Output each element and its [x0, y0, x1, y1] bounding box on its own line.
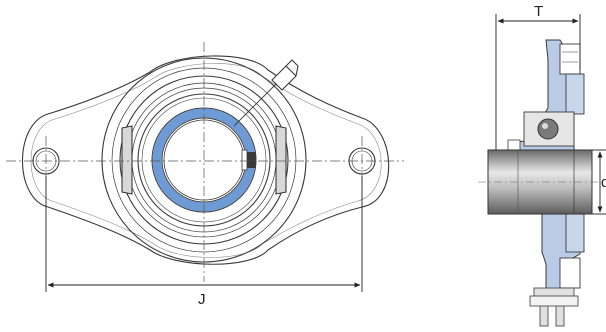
- dimension-j: [45, 176, 363, 292]
- side-section-view: [487, 39, 593, 327]
- mounting-bolt: [529, 287, 579, 327]
- dimension-d-label: d: [601, 174, 606, 191]
- dimension-t-label: T: [534, 3, 543, 20]
- dimension-j-label: J: [198, 291, 206, 308]
- front-view: [22, 55, 390, 265]
- upper-ball: [537, 118, 559, 140]
- flange-inner-outline: [30, 63, 382, 258]
- grease-nipple: [233, 59, 299, 127]
- dimension-d: [592, 149, 606, 215]
- dimension-t: [495, 14, 581, 150]
